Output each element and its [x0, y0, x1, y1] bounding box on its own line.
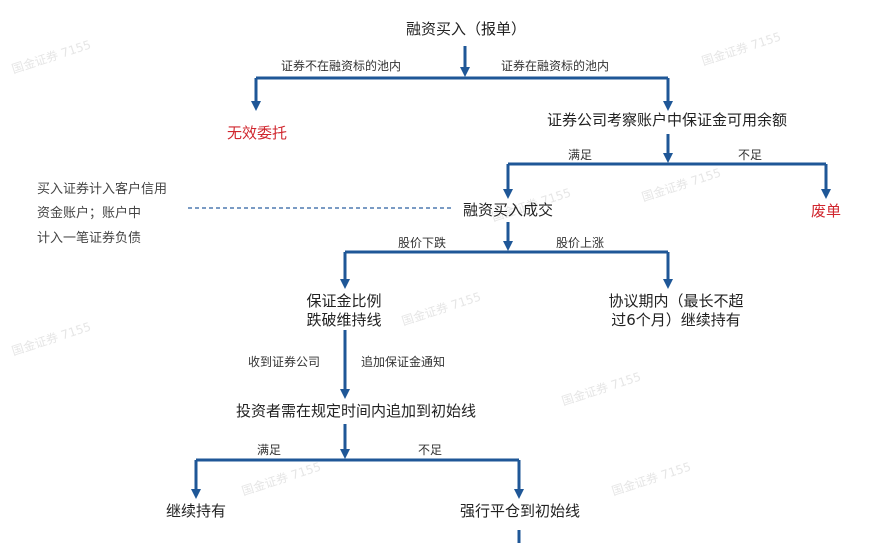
node-buy-order: 融资买入（报单）	[405, 20, 527, 38]
node-invalid: 无效委托	[226, 124, 288, 142]
node-check-margin: 证券公司考察账户中保证金可用余额	[546, 111, 788, 129]
edge-label-margin-call: 追加保证金通知	[361, 355, 446, 369]
edge-label-insufficient: 不足	[418, 443, 443, 457]
node-agreement-line2: 过6个月）继续持有	[611, 311, 741, 329]
node-deal: 融资买入成交	[462, 201, 554, 219]
edge-label-sufficient: 满足	[568, 148, 593, 162]
node-agreement-line1: 协议期内（最长不超	[608, 292, 744, 310]
side-note-line2: 资金账户；账户中	[37, 206, 142, 221]
edge-label-received-from: 收到证券公司	[248, 355, 321, 369]
edge-label-in-pool: 证券在融资标的池内	[501, 59, 610, 73]
node-ratio-line1: 保证金比例	[306, 292, 382, 310]
edge-label-price-up: 股价上涨	[556, 236, 605, 250]
side-note-line1: 买入证券计入客户信用	[37, 182, 168, 197]
node-add-margin: 投资者需在规定时间内追加到初始线	[235, 402, 477, 420]
node-keep-holding: 继续持有	[165, 502, 227, 520]
side-note-line3: 计入一笔证券负债	[37, 231, 142, 246]
edge-label-sufficient: 满足	[257, 443, 282, 457]
node-void-order: 废单	[810, 202, 842, 220]
edge-label-insufficient: 不足	[738, 148, 763, 162]
node-ratio-line2: 跌破维持线	[306, 311, 382, 329]
edge-label-price-down: 股价下跌	[398, 236, 447, 250]
edge-label-not-in-pool: 证券不在融资标的池内	[281, 59, 402, 73]
node-force-liquidate: 强行平仓到初始线	[459, 502, 581, 520]
